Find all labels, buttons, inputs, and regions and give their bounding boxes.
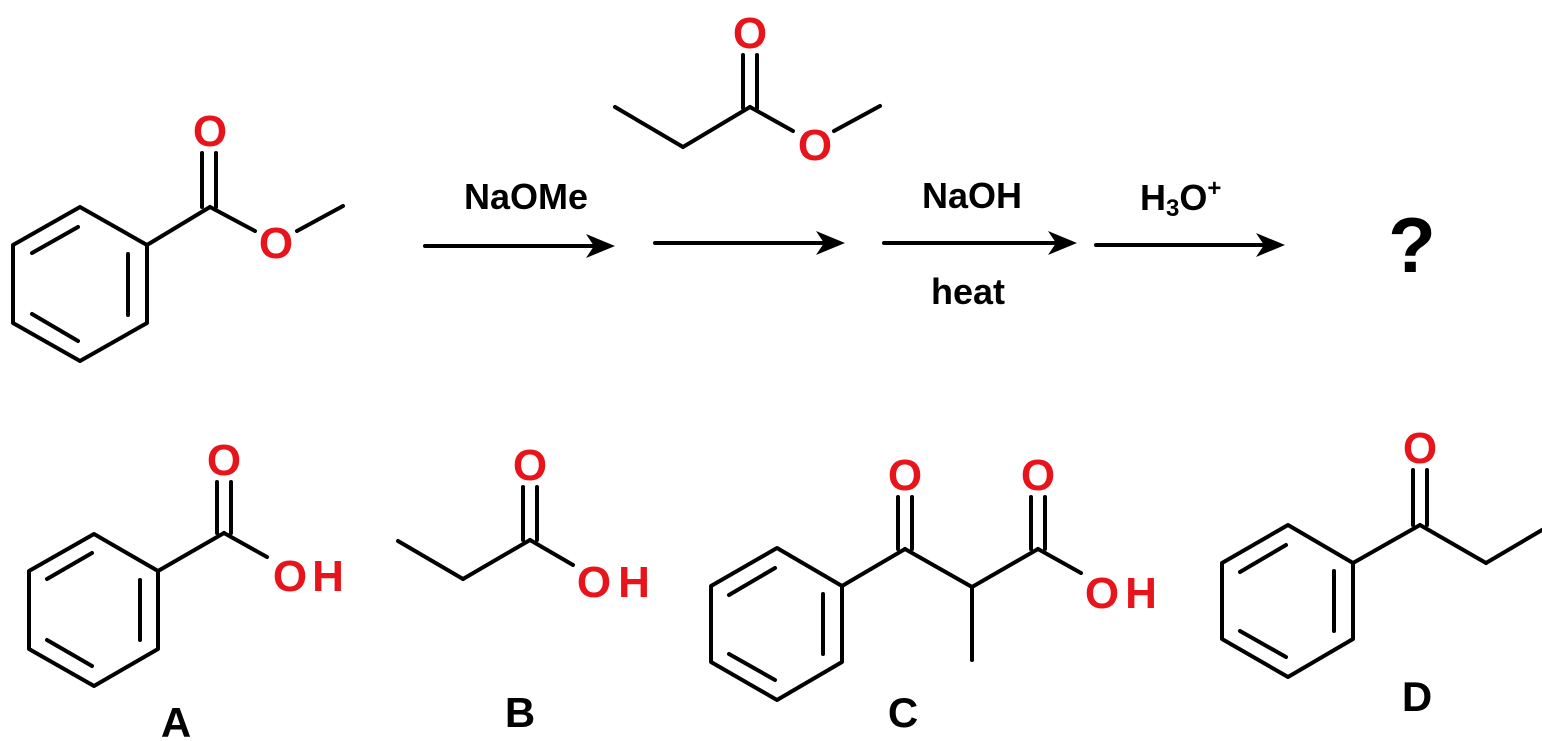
- methyl-propanoate: O O: [613, 9, 882, 170]
- choice-a-benzoic-acid: O O H A: [27, 436, 344, 741]
- bond: [727, 652, 777, 682]
- bond: [903, 547, 974, 589]
- atom-label: H: [312, 552, 344, 601]
- carbonyl-oxygen: O: [733, 9, 767, 58]
- ester-oxygen: O: [259, 219, 293, 268]
- bond: [45, 551, 94, 581]
- bond: [1238, 543, 1288, 574]
- reagent-naome: NaOMe: [464, 176, 588, 217]
- atom-label: O: [1085, 569, 1119, 618]
- bond: [45, 638, 94, 668]
- reagent-naoh: NaOH: [922, 175, 1022, 216]
- bond: [832, 104, 882, 133]
- bond: [528, 538, 575, 567]
- choice-d-label: D: [1402, 673, 1432, 720]
- bond: [840, 547, 907, 588]
- choice-d-propiophenone: O D: [1220, 424, 1542, 720]
- atom-label: H: [618, 558, 650, 607]
- arrow-3: NaOH heat: [882, 175, 1077, 312]
- reagent-heat: heat: [931, 271, 1005, 312]
- atom-label: O: [577, 558, 611, 607]
- atom-label: O: [207, 436, 241, 485]
- choice-b-label: B: [505, 689, 535, 736]
- reagent-h3o-plus: H3O+: [1140, 175, 1221, 222]
- bond: [1484, 528, 1542, 565]
- bond: [156, 531, 226, 573]
- atom-label: H: [1125, 569, 1157, 618]
- bond: [1418, 523, 1488, 565]
- arrowhead: [1256, 233, 1285, 257]
- ring-carbonyl-bond: [145, 205, 212, 247]
- bond: [727, 566, 777, 597]
- methyl-benzoate: O O: [11, 107, 345, 363]
- methoxy-bond: [295, 204, 345, 233]
- bond: [970, 547, 1040, 589]
- choice-a-label: A: [161, 699, 191, 741]
- bond: [1351, 523, 1422, 565]
- bond: [748, 105, 795, 133]
- arrow-4: H3O+: [1094, 175, 1285, 257]
- ester-bond: [208, 205, 257, 233]
- bond: [1036, 547, 1083, 575]
- atom-label: O: [1021, 451, 1055, 500]
- atom-label: O: [888, 451, 922, 500]
- aromatic-double-bond: [30, 312, 80, 343]
- unknown-product: ?: [1388, 201, 1436, 289]
- choice-c-label: C: [888, 689, 918, 736]
- bond: [396, 539, 465, 581]
- arrow-1: NaOMe: [423, 176, 615, 258]
- choice-c-keto-acid: O O O H C: [709, 451, 1157, 736]
- arrow-2: [653, 231, 845, 255]
- arrowhead: [816, 231, 845, 255]
- ester-oxygen: O: [798, 121, 832, 170]
- aromatic-double-bond: [30, 225, 80, 255]
- bond: [222, 531, 269, 559]
- bond: [613, 105, 685, 149]
- atom-label: O: [513, 441, 547, 490]
- bond: [681, 105, 752, 149]
- atom-label: O: [273, 552, 307, 601]
- bond: [461, 538, 532, 581]
- arrowhead: [586, 234, 615, 258]
- carbonyl-oxygen: O: [193, 107, 227, 156]
- choice-b-propanoic-acid: O O H B: [396, 441, 650, 736]
- bond: [1238, 629, 1288, 659]
- arrowhead: [1048, 231, 1077, 255]
- atom-label: O: [1403, 424, 1437, 473]
